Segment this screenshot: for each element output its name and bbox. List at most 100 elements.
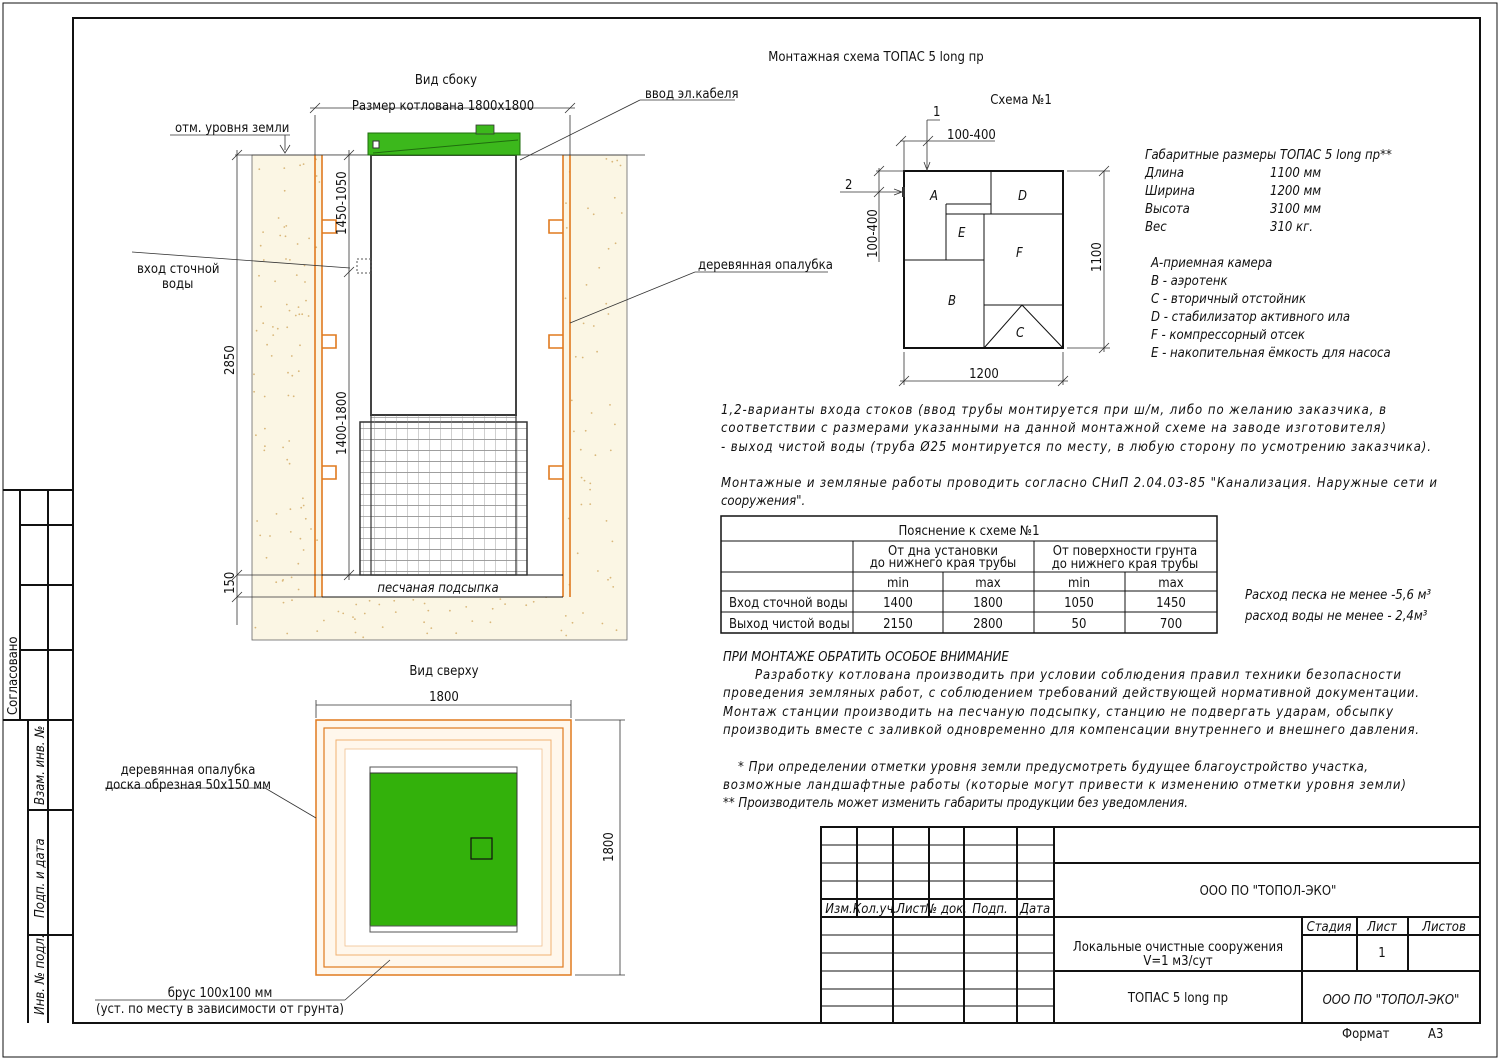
legend-item: А-приемная камера (1150, 256, 1272, 271)
spec-value: 1100 мм (1270, 166, 1321, 181)
spec-value: 1200 мм (1270, 184, 1321, 199)
zone-d: D (1018, 189, 1027, 204)
sheets-label: Листов (1421, 920, 1466, 935)
tank-body (370, 154, 517, 416)
table-cell: 1050 (1064, 596, 1094, 611)
dim-scheme-height: 1100 (1090, 242, 1105, 272)
legend: А-приемная камера В - аэротенк С - втори… (1150, 256, 1391, 361)
table-cell: 1400 (883, 596, 913, 611)
notes: 1,2-варианты входа стоков (ввод трубы мо… (721, 403, 1437, 811)
table-cell: 1800 (973, 596, 1003, 611)
note-line: Монтажные и земляные работы проводить со… (721, 476, 1437, 491)
dim-top-offset: 100-400 (947, 128, 996, 143)
sewage-inlet-label-1: вход сточной (137, 262, 219, 277)
stamp-agreed: Согласовано (6, 636, 21, 715)
attention-heading: ПРИ МОНТАЖЕ ОБРАТИТЬ ОСОБОЕ ВНИМАНИЕ (723, 650, 1009, 665)
legend-item: Е - накопительная ёмкость для насоса (1151, 346, 1391, 361)
tb-header: № док. (924, 902, 967, 917)
object-name-1: Локальные очистные сооружения (1073, 940, 1283, 955)
formwork-label-top-2: доска обрезная 50х150 мм (105, 778, 271, 793)
footnote-line: * При определении отметки уровня земли п… (738, 760, 1368, 775)
table-row-label: Вход сточной воды (729, 596, 848, 611)
top-view: Вид сверху 1800 1800 деревянная опалубка… (95, 664, 625, 1017)
attention-line: Разработку котлована производить при усл… (755, 668, 1401, 683)
footnote-line: возможные ландшафтные работы (которые мо… (723, 778, 1406, 793)
specs: Габаритные размеры ТОПАС 5 long пр** Дли… (1144, 148, 1392, 235)
scheme-1: Схема №1 A D E F B C 1 100-400 2 100-400… (840, 93, 1110, 387)
format-label: Формат (1342, 1027, 1390, 1042)
tank-top (369, 772, 518, 927)
zone-a: A (929, 189, 938, 204)
formwork-beams (322, 219, 563, 480)
stamp-inv-orig: Инв. № подл. (33, 934, 48, 1015)
marker-2: 2 (845, 178, 852, 193)
beam-label-1: брус 100х100 мм (168, 986, 273, 1001)
dim-left-offset: 100-400 (866, 209, 881, 258)
table-cell: 50 (1072, 617, 1087, 632)
sand-consumption: Расход песка не менее -5,6 м³ (1245, 588, 1431, 603)
side-view: Вид сбоку песчаная подсыпка Размер котло… (131, 73, 833, 641)
dim-sand: 150 (223, 572, 238, 594)
table-title: Пояснение к схеме №1 (898, 524, 1039, 539)
vent-icon (475, 124, 495, 135)
title-block: Изм. Кол.уч. Лист № док. Подп. Дата ООО … (820, 826, 1481, 1042)
attention-line: производить вместе с заливкой одновремен… (723, 723, 1419, 738)
legend-item: В - аэротенк (1151, 274, 1228, 289)
zone-b: B (948, 294, 956, 309)
note-line: - выход чистой воды (труба Ø25 монтирует… (721, 440, 1431, 455)
dim-top-width: 1800 (429, 690, 459, 705)
water-consumption: расход воды не менее - 2,4м³ (1244, 609, 1428, 624)
marker-1: 1 (933, 105, 940, 120)
tb-header: Лист (895, 902, 927, 917)
specs-heading: Габаритные размеры ТОПАС 5 long пр** (1145, 148, 1392, 163)
product-name: ТОПАС 5 long пр (1127, 991, 1228, 1006)
cable-inlet-label: ввод эл.кабеля (645, 87, 739, 102)
dim-top-height: 1800 (602, 832, 617, 862)
spec-value: 310 кг. (1270, 220, 1313, 235)
table-group-header: до нижнего края трубы (870, 556, 1017, 571)
side-view-heading: Вид сбоку (415, 73, 477, 88)
company-name: ООО ПО "ТОПОЛ-ЭКО" (1200, 884, 1337, 899)
legend-item: F - компрессорный отсек (1151, 328, 1305, 343)
pit-size-label: Размер котлована 1800х1800 (352, 99, 534, 114)
stage-label: Стадия (1307, 920, 1352, 935)
table-subheader: max (975, 576, 1001, 591)
table-subheader: min (887, 576, 909, 591)
dim-depth: 2850 (223, 345, 238, 375)
side-stamp: Согласовано Взам. инв. № Подп. и дата Ин… (3, 489, 73, 1023)
tb-header: Дата (1019, 902, 1050, 917)
explanation-table: Пояснение к схеме №1 От дна установки до… (720, 515, 1218, 634)
stamp-replace-inv: Взам. инв. № (33, 726, 48, 805)
inner-frame (72, 17, 1481, 1024)
spec-label: Вес (1145, 220, 1167, 235)
stamp-sign-date: Подп. и дата (33, 838, 48, 918)
table-group-header: до нижнего края трубы (1052, 557, 1199, 572)
top-view-heading: Вид сверху (409, 664, 478, 679)
sheet-label: Лист (1366, 920, 1398, 935)
spec-label: Длина (1144, 166, 1184, 181)
formwork-boards (314, 155, 571, 597)
inlet-pipe (356, 258, 372, 274)
tb-header: Подп. (972, 902, 1007, 917)
object-name-2: V=1 м3/сут (1143, 954, 1213, 969)
legend-item: С - вторичный отстойник (1151, 292, 1306, 307)
table-group-header: От поверхности грунта (1053, 544, 1197, 559)
spec-value: 3100 мм (1270, 202, 1321, 217)
table-subheader: min (1068, 576, 1090, 591)
tb-header: Кол.уч. (853, 902, 897, 917)
legend-item: D - стабилизатор активного ила (1151, 310, 1350, 325)
attention-line: проведения земляных работ, с соблюдением… (723, 686, 1419, 701)
sewage-inlet-label-2: воды (162, 277, 193, 292)
table-cell: 2800 (973, 617, 1003, 632)
zone-f: F (1016, 246, 1023, 261)
formwork-label: деревянная опалубка (698, 258, 833, 273)
ground-level-label: отм. уровня земли (175, 121, 289, 136)
beam-label-2: (уст. по месту в зависимости от грунта) (96, 1002, 344, 1017)
dim-scheme-width: 1200 (969, 367, 999, 382)
page-title: Монтажная схема ТОПАС 5 long пр (768, 50, 983, 65)
formwork-label-top-1: деревянная опалубка (121, 763, 256, 778)
attention-line: Монтаж станции производить на песчаную п… (723, 705, 1394, 720)
note-line: сооружения". (721, 494, 805, 509)
